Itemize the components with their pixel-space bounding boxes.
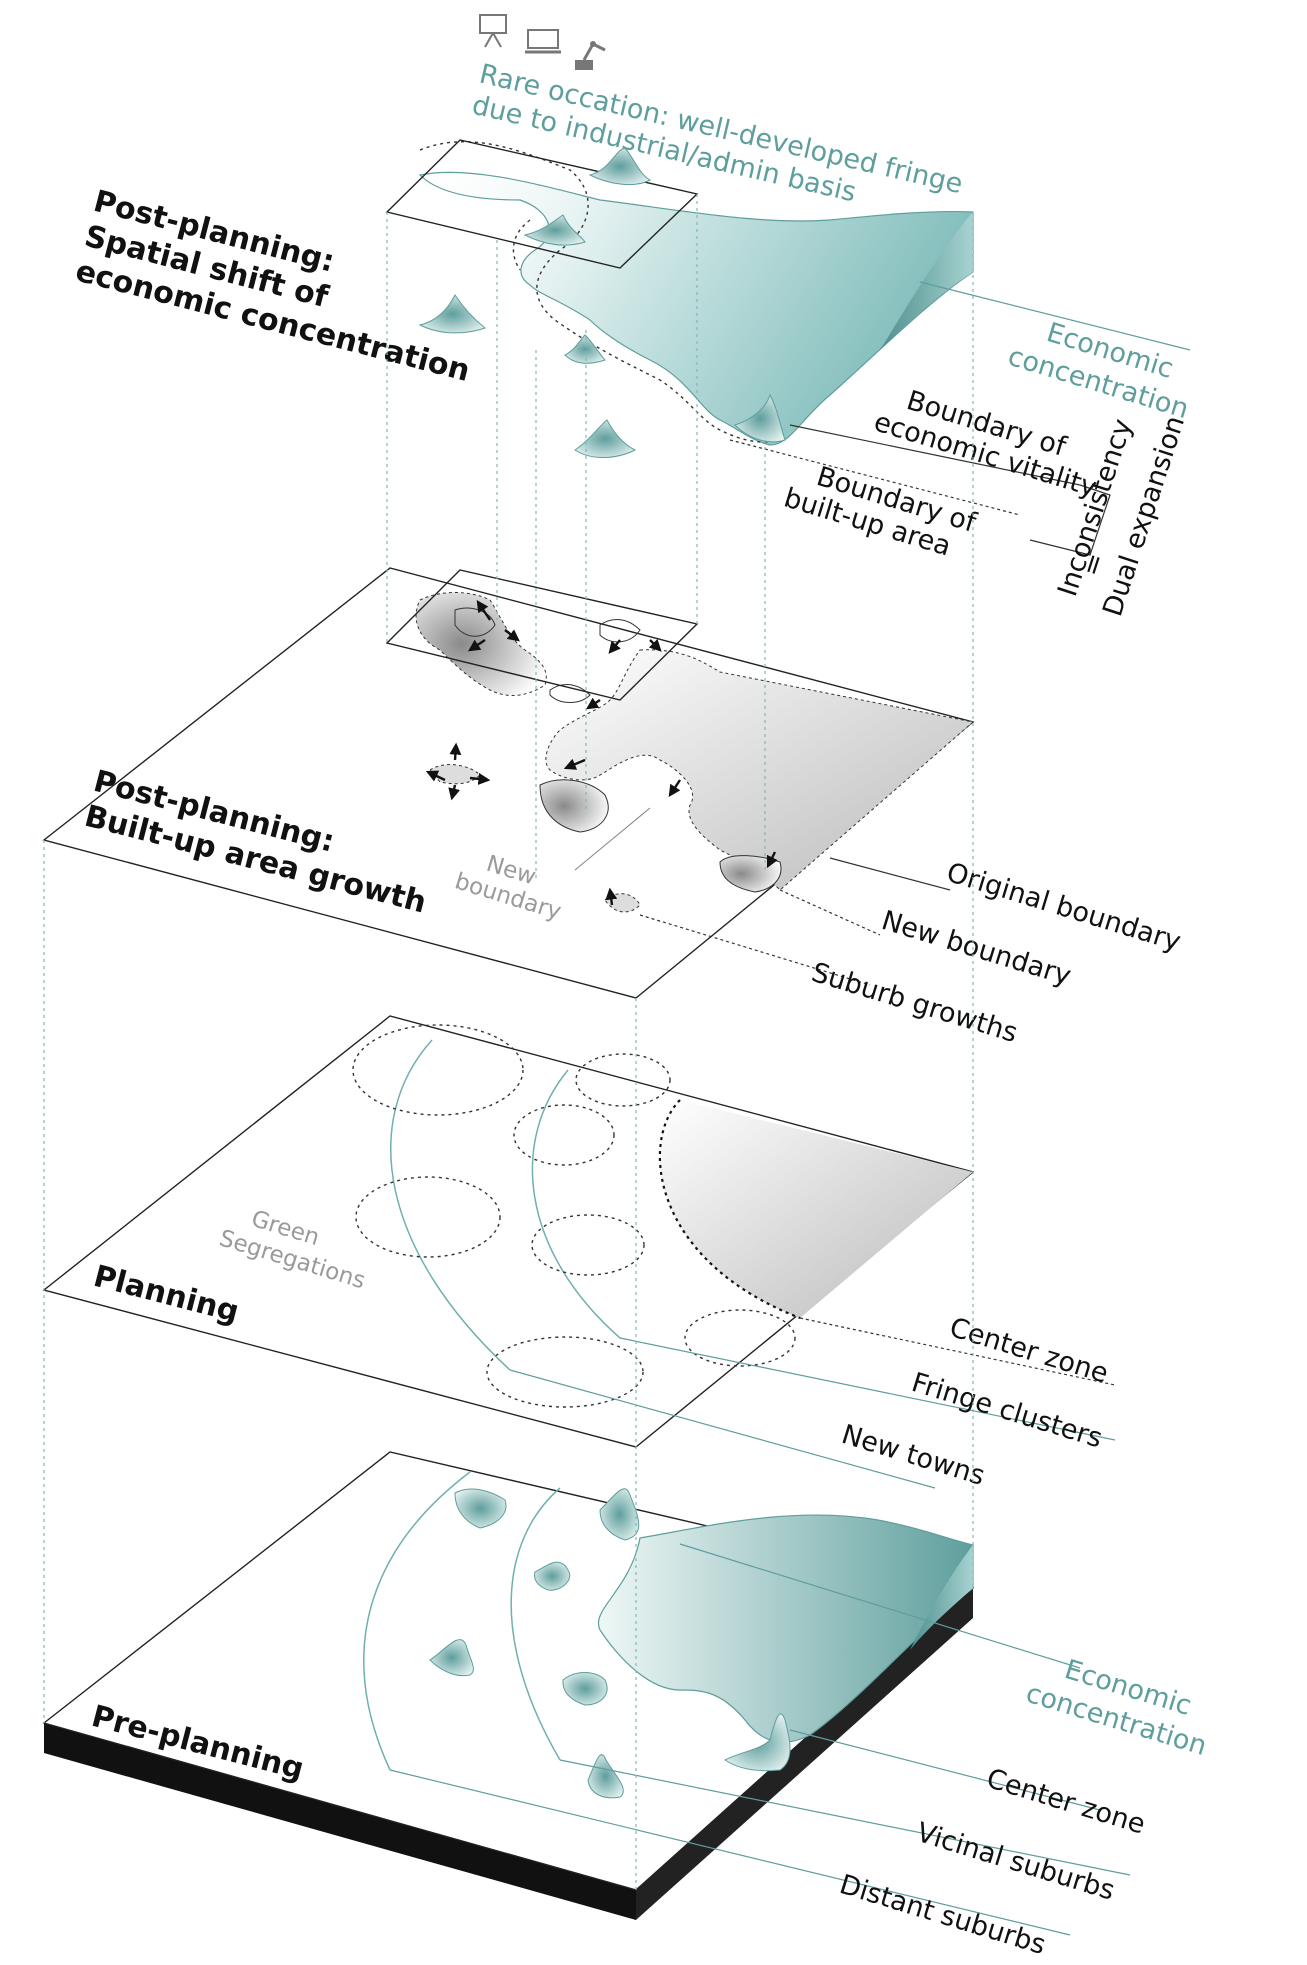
- original-patch: [599, 619, 641, 643]
- growth-arrow: [449, 742, 462, 761]
- center-zone-peak: [724, 1713, 791, 1772]
- leader-new-towns: [509, 1369, 936, 1489]
- suburb-blob: [562, 1672, 608, 1706]
- leader-distant: [389, 1769, 1071, 1936]
- fringe-peak: [588, 147, 652, 185]
- econ-bottom-label: Economic concentration: [1022, 1645, 1220, 1762]
- growth-arrow: [648, 638, 662, 652]
- econ-top-label: Economic concentration: [1004, 308, 1202, 425]
- fringe-peak: [523, 214, 586, 246]
- suburb-growths-label: Suburb growths: [808, 957, 1021, 1049]
- post-builtup-layer: Post-planning: Built-up area growth New …: [42, 567, 1184, 1049]
- fringe-peak: [564, 334, 606, 364]
- vicinal-suburb-ring: [510, 1487, 561, 1761]
- base-slab-side: [636, 1588, 973, 1920]
- pre-planning-layer: Pre-planning Economic concentration Cent…: [42, 1451, 1220, 1961]
- growth-arrow: [766, 851, 778, 869]
- builtup-cluster: [539, 779, 609, 833]
- fringe-cluster-circle: [684, 1309, 796, 1367]
- builtup-cluster: [719, 855, 782, 893]
- growth-arrow: [476, 600, 491, 621]
- center-peak: [734, 393, 786, 443]
- growth-arrow: [608, 639, 621, 654]
- new-boundary-pointer: [574, 807, 651, 871]
- leader-fringe: [619, 1337, 1116, 1441]
- boundary-vitality-label: Boundary of economic vitality: [870, 378, 1109, 504]
- suburb-blob: [534, 1561, 571, 1591]
- center-zone-boundary: [658, 1099, 801, 1320]
- fringe-ring: [531, 1069, 621, 1339]
- growth-arrow: [425, 770, 446, 782]
- economic-concentration-side-pre: [910, 1545, 973, 1650]
- leader-new-boundary: [779, 889, 881, 936]
- distant-suburbs-label: Distant suburbs: [836, 1869, 1049, 1961]
- leader-center-zone-pre: [789, 1729, 1101, 1811]
- new-town-circle: [352, 1024, 524, 1116]
- growth-arrow: [605, 887, 618, 906]
- leader-suburb-growths: [639, 914, 871, 986]
- leader-vicinal: [559, 1759, 1131, 1876]
- vitality-boundary: [512, 219, 531, 271]
- suburb-blob: [454, 1488, 507, 1529]
- leader-original: [829, 857, 951, 891]
- fringe-peak: [418, 294, 487, 334]
- growth-arrow: [469, 772, 491, 785]
- vertical-guides: [43, 194, 974, 1890]
- fringe-peak: [574, 419, 637, 458]
- center-zone-area: [659, 1100, 973, 1318]
- robot-arm-icon: [575, 41, 606, 70]
- distant-suburb-ring: [363, 1471, 471, 1771]
- planning-layer: Planning Green Segregations Center zone …: [42, 1015, 1116, 1492]
- leader-vitality: [789, 424, 1081, 486]
- leader-builtup: [729, 439, 1021, 516]
- original-patch: [454, 607, 496, 637]
- growth-arrow: [504, 629, 520, 642]
- new-boundary-label: New boundary: [878, 905, 1075, 992]
- fringe-cluster-circle: [513, 1104, 615, 1166]
- center-zone-pre-label: Center zone: [983, 1763, 1149, 1841]
- new-towns-ring: [390, 1039, 511, 1371]
- new-town-circle: [355, 1176, 501, 1258]
- growth-arrow: [468, 639, 486, 652]
- center-zone-plan-label: Center zone: [946, 1312, 1112, 1390]
- consistency-bracket: [1029, 484, 1111, 556]
- laptop-icon: [525, 29, 561, 54]
- fringe-cluster-circle: [575, 1053, 671, 1107]
- growth-arrow: [668, 779, 681, 797]
- vicinal-suburbs-label: Vicinal suburbs: [913, 1817, 1118, 1907]
- new-towns-label: New towns: [838, 1419, 988, 1492]
- growth-arrow: [448, 784, 461, 801]
- post-econ-layer: Post-planning: Spatial shift of economic…: [72, 14, 1202, 620]
- econ-title: Post-planning: Spatial shift of economic…: [72, 184, 492, 389]
- base-slab-front: [44, 1723, 636, 1920]
- growth-arrow: [563, 758, 586, 770]
- new-town-circle: [486, 1336, 644, 1408]
- leader-econ-top: [919, 281, 1191, 351]
- presentation-board-icon: [479, 14, 507, 48]
- economic-concentration-side-post: [880, 212, 973, 350]
- suburb-blob: [599, 1488, 640, 1541]
- suburb-blob: [587, 1754, 624, 1799]
- leader-econ-bottom: [679, 1543, 1081, 1669]
- boundary-builtup-label: Boundary of built-up area: [780, 454, 987, 570]
- original-patch: [549, 684, 591, 703]
- growth-arrow: [586, 697, 601, 710]
- fringe-cluster-circle: [531, 1214, 645, 1276]
- suburb-blob: [429, 1639, 474, 1677]
